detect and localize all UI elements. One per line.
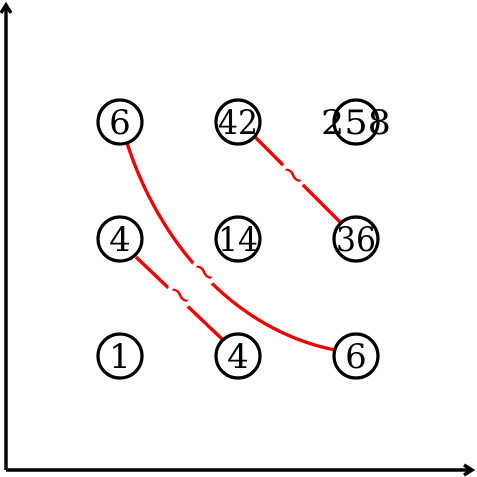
node-label: 6 bbox=[345, 337, 367, 377]
node-label: 4 bbox=[227, 337, 249, 377]
node-circle bbox=[214, 332, 262, 380]
node-circle bbox=[332, 98, 380, 146]
node-label: 36 bbox=[336, 220, 376, 260]
node-r3c1: 1 bbox=[96, 332, 144, 380]
node-r1c1: 6 bbox=[96, 98, 144, 146]
node-circle bbox=[214, 215, 262, 263]
node-circle bbox=[96, 215, 144, 263]
y-axis-arrowhead bbox=[0, 1, 13, 14]
node-r2c3: 36 bbox=[332, 215, 380, 263]
node-label: 1 bbox=[109, 337, 131, 377]
node-r3c2: 4 bbox=[214, 332, 262, 380]
node-label: 14 bbox=[218, 220, 258, 260]
edge-6-6-mark-gap bbox=[190, 258, 218, 286]
node-circle bbox=[332, 215, 380, 263]
node-circle bbox=[214, 98, 262, 146]
x-axis-arrowhead bbox=[463, 463, 476, 477]
node-label: 4 bbox=[109, 220, 131, 260]
edges: ≀≀≀ bbox=[125, 134, 342, 352]
node-r1c2: 42 bbox=[214, 98, 262, 146]
node-circle bbox=[332, 332, 380, 380]
edge-42-36: ≀ bbox=[252, 134, 342, 224]
node-label: 6 bbox=[109, 103, 131, 143]
node-label: 42 bbox=[218, 103, 258, 143]
node-r2c1: 4 bbox=[96, 215, 144, 263]
edge-4-4-mark-gap bbox=[166, 281, 194, 309]
node-circle bbox=[96, 332, 144, 380]
node-r3c3: 6 bbox=[332, 332, 380, 380]
edge-42-36-mark-gap bbox=[279, 161, 307, 189]
node-r2c2: 14 bbox=[214, 215, 262, 263]
node-label: 258 bbox=[321, 103, 391, 143]
node-circle bbox=[96, 98, 144, 146]
node-r1c3: 258 bbox=[321, 98, 391, 146]
